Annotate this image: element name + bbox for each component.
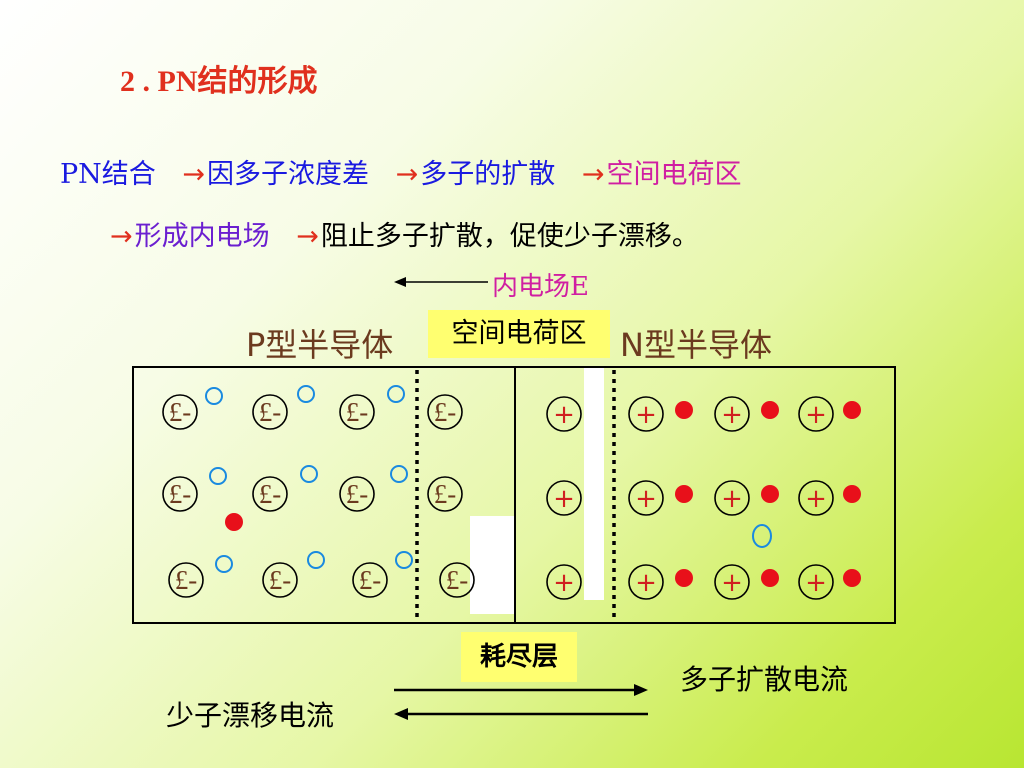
- chain-arrow-icon: →: [110, 221, 133, 252]
- acceptor-ion-0-3: £-: [434, 397, 457, 427]
- electron-icon: [675, 485, 693, 503]
- chain-arrow-icon: →: [581, 159, 605, 190]
- acceptor-ion-1-1: £-: [259, 479, 282, 509]
- p-region-label: P型半导体: [246, 326, 394, 364]
- acceptor-ion-0-2: £-: [346, 397, 369, 427]
- donor-ion-0-0-ring: [546, 396, 582, 432]
- acceptor-ion-2-1: £-: [269, 565, 292, 595]
- chain-arrow-icon: →: [182, 159, 206, 190]
- donor-ion-1-3-ring: [798, 480, 834, 516]
- donor-ion-0-2: +: [721, 400, 743, 430]
- electron-icon: [225, 513, 243, 531]
- formation-chain-line-1: PN结合 →因多子浓度差 →多子的扩散 →空间电荷区: [60, 152, 741, 191]
- drift-current-label: 少子漂移电流: [166, 699, 335, 732]
- acceptor-ion-1-1-ring: [252, 476, 288, 512]
- acceptor-ion-0-1-ring: [252, 394, 288, 430]
- chain-step-drift: 阻止多子扩散，促使少子漂移。: [320, 221, 699, 252]
- chain-step-diffusion: 多子的扩散: [420, 159, 556, 190]
- chain-step-concentration: 因多子浓度差: [207, 159, 370, 190]
- electron-icon: [843, 569, 861, 587]
- hole-icon: [307, 551, 325, 569]
- donor-ion-0-3: +: [805, 400, 827, 430]
- acceptor-ion-1-2: £-: [346, 479, 369, 509]
- acceptor-ion-0-2-ring: [339, 394, 375, 430]
- space-charge-region-badge: 空间电荷区: [428, 310, 610, 358]
- electron-icon: [761, 569, 779, 587]
- acceptor-ion-2-1-ring: [262, 562, 298, 598]
- hole-icon: [390, 465, 408, 483]
- donor-ion-2-2: +: [721, 568, 743, 598]
- depletion-white-band-right: [584, 368, 604, 600]
- donor-ion-2-1-ring: [628, 564, 664, 600]
- donor-ion-0-1: +: [635, 400, 657, 430]
- donor-ion-1-0-ring: [546, 480, 582, 516]
- donor-ion-1-1: +: [635, 484, 657, 514]
- hole-icon: [297, 385, 315, 403]
- electron-icon: [675, 569, 693, 587]
- acceptor-ion-2-3: £-: [446, 565, 469, 595]
- hole-icon: [300, 465, 318, 483]
- internal-field-label: 内电场E: [492, 272, 589, 302]
- diagram-frame: [132, 366, 896, 624]
- acceptor-ion-2-3-ring: [439, 562, 475, 598]
- chain-start: PN结合: [60, 159, 156, 190]
- donor-ion-1-2: +: [721, 484, 743, 514]
- acceptor-ion-2-0-ring: [168, 562, 204, 598]
- current-arrows-icon: [394, 684, 648, 720]
- hole-icon: [209, 467, 227, 485]
- donor-ion-1-3: +: [805, 484, 827, 514]
- electron-icon: [675, 401, 693, 419]
- acceptor-ion-1-2-ring: [339, 476, 375, 512]
- chain-step-field: 形成内电场: [134, 221, 270, 252]
- acceptor-ion-2-0: £-: [175, 565, 198, 595]
- acceptor-ion-0-0-ring: [162, 394, 198, 430]
- donor-ion-2-0: +: [553, 568, 575, 598]
- acceptor-ion-2-2-ring: [352, 562, 388, 598]
- page-title: 2 . PN结的形成: [120, 65, 318, 98]
- pn-junction-diagram: £- £- £- £- £- £- £- £- £- £- £- £- + + + + + + + + + + + +: [132, 366, 896, 624]
- electron-icon: [761, 485, 779, 503]
- electron-icon: [761, 401, 779, 419]
- hole-icon: [215, 555, 233, 573]
- donor-ion-0-3-ring: [798, 396, 834, 432]
- hole-icon: [205, 387, 223, 405]
- diffusion-current-label: 多子扩散电流: [680, 663, 849, 696]
- donor-ion-2-3-ring: [798, 564, 834, 600]
- chain-arrow-icon: →: [395, 159, 419, 190]
- electron-icon: [843, 401, 861, 419]
- donor-ion-1-2-ring: [714, 480, 750, 516]
- acceptor-ion-0-0: £-: [169, 397, 192, 427]
- hole-icon: [387, 385, 405, 403]
- acceptor-ion-1-3: £-: [434, 479, 457, 509]
- electron-icon: [843, 485, 861, 503]
- acceptor-ion-1-3-ring: [427, 476, 463, 512]
- n-region-label: N型半导体: [620, 326, 772, 364]
- donor-ion-0-1-ring: [628, 396, 664, 432]
- donor-ion-0-2-ring: [714, 396, 750, 432]
- acceptor-ion-1-0: £-: [169, 479, 192, 509]
- donor-ion-2-0-ring: [546, 564, 582, 600]
- depletion-layer-badge: 耗尽层: [461, 632, 577, 682]
- field-direction-arrow-icon: [394, 277, 488, 287]
- donor-ion-2-2-ring: [714, 564, 750, 600]
- donor-ion-2-3: +: [805, 568, 827, 598]
- donor-ion-1-0: +: [553, 484, 575, 514]
- acceptor-ion-1-0-ring: [162, 476, 198, 512]
- chain-arrow-icon: →: [296, 221, 319, 252]
- donor-ion-1-1-ring: [628, 480, 664, 516]
- minority-hole-icon: [752, 524, 772, 548]
- donor-ion-2-1: +: [635, 568, 657, 598]
- hole-icon: [395, 551, 413, 569]
- acceptor-ion-2-2: £-: [359, 565, 382, 595]
- acceptor-ion-0-1: £-: [259, 397, 282, 427]
- donor-ion-0-0: +: [553, 400, 575, 430]
- depletion-white-band-left: [470, 516, 515, 614]
- formation-chain-line-2: →形成内电场 →阻止多子扩散，促使少子漂移。: [110, 214, 699, 253]
- chain-step-space-charge: 空间电荷区: [606, 159, 742, 190]
- acceptor-ion-0-3-ring: [427, 394, 463, 430]
